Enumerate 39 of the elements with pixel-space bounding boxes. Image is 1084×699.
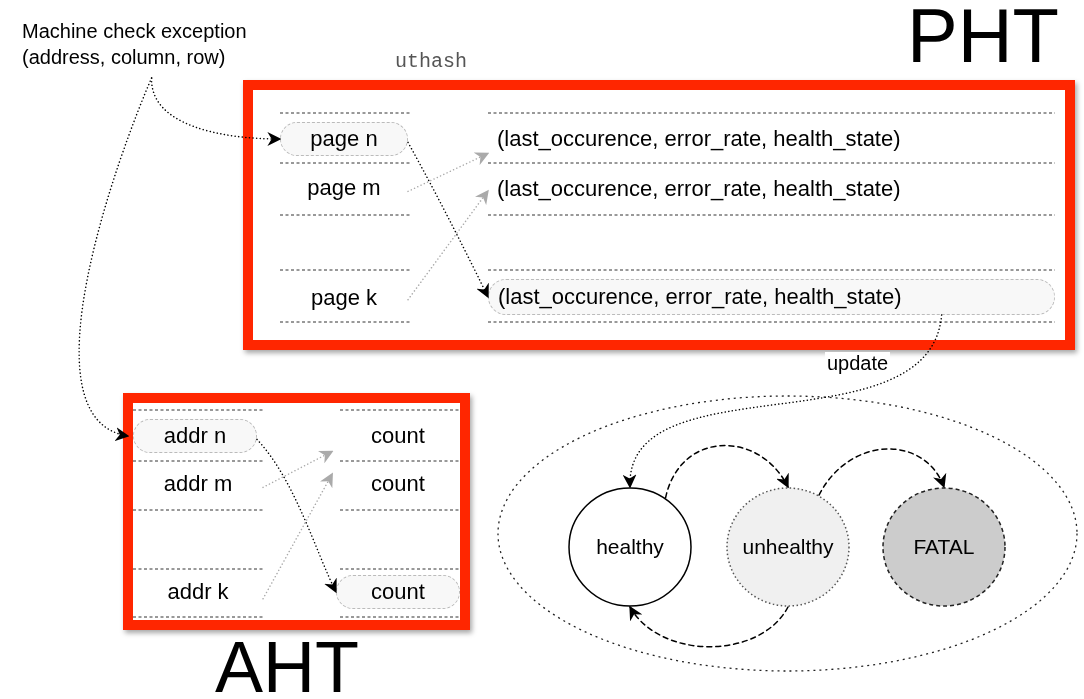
table-entry: (last_occurence, error_rate, health_state) bbox=[488, 121, 1055, 157]
entry-text: (last_occurence, error_rate, health_state) bbox=[498, 284, 902, 310]
arrow bbox=[629, 605, 789, 648]
annotation-text: Machine check exception (address, column, row) bbox=[22, 19, 248, 70]
table-entry: count bbox=[336, 467, 460, 501]
arrow bbox=[262, 472, 334, 600]
table-entry: count bbox=[336, 419, 460, 453]
state-label: healthy bbox=[596, 535, 664, 559]
hash-library-label: uthash bbox=[395, 52, 467, 72]
arrow bbox=[625, 314, 943, 489]
highlighted-entry bbox=[280, 122, 408, 156]
state-circle bbox=[882, 487, 1006, 607]
table-entry: page k bbox=[280, 281, 408, 315]
entry-text: count bbox=[371, 579, 425, 605]
state-label: unhealthy bbox=[742, 535, 834, 559]
arrow bbox=[262, 450, 334, 489]
arrow bbox=[407, 189, 489, 301]
entry-text: page n bbox=[310, 126, 378, 152]
table-entry: addr m bbox=[133, 467, 263, 501]
highlighted-entry bbox=[336, 575, 460, 609]
arrow bbox=[407, 152, 490, 193]
table-entry: addr k bbox=[133, 575, 263, 609]
arrow bbox=[407, 141, 489, 299]
state-circle bbox=[726, 487, 850, 607]
state-label: FATAL bbox=[913, 535, 975, 559]
arrow bbox=[664, 444, 789, 499]
highlighted-entry bbox=[488, 279, 1055, 315]
table-title: PHT bbox=[907, 0, 1059, 74]
arrow bbox=[818, 448, 945, 496]
ellipse-outline bbox=[497, 395, 1078, 672]
arrow bbox=[78, 77, 153, 438]
table-entry: page m bbox=[280, 171, 408, 205]
edge-label: update bbox=[825, 352, 891, 374]
state-circle bbox=[568, 487, 692, 607]
entry-text: addr n bbox=[163, 423, 227, 449]
table-title: AHT bbox=[215, 631, 359, 699]
arrow bbox=[256, 438, 337, 594]
table-entry: (last_occurence, error_rate, health_state) bbox=[488, 171, 1055, 207]
highlighted-entry bbox=[133, 419, 257, 453]
